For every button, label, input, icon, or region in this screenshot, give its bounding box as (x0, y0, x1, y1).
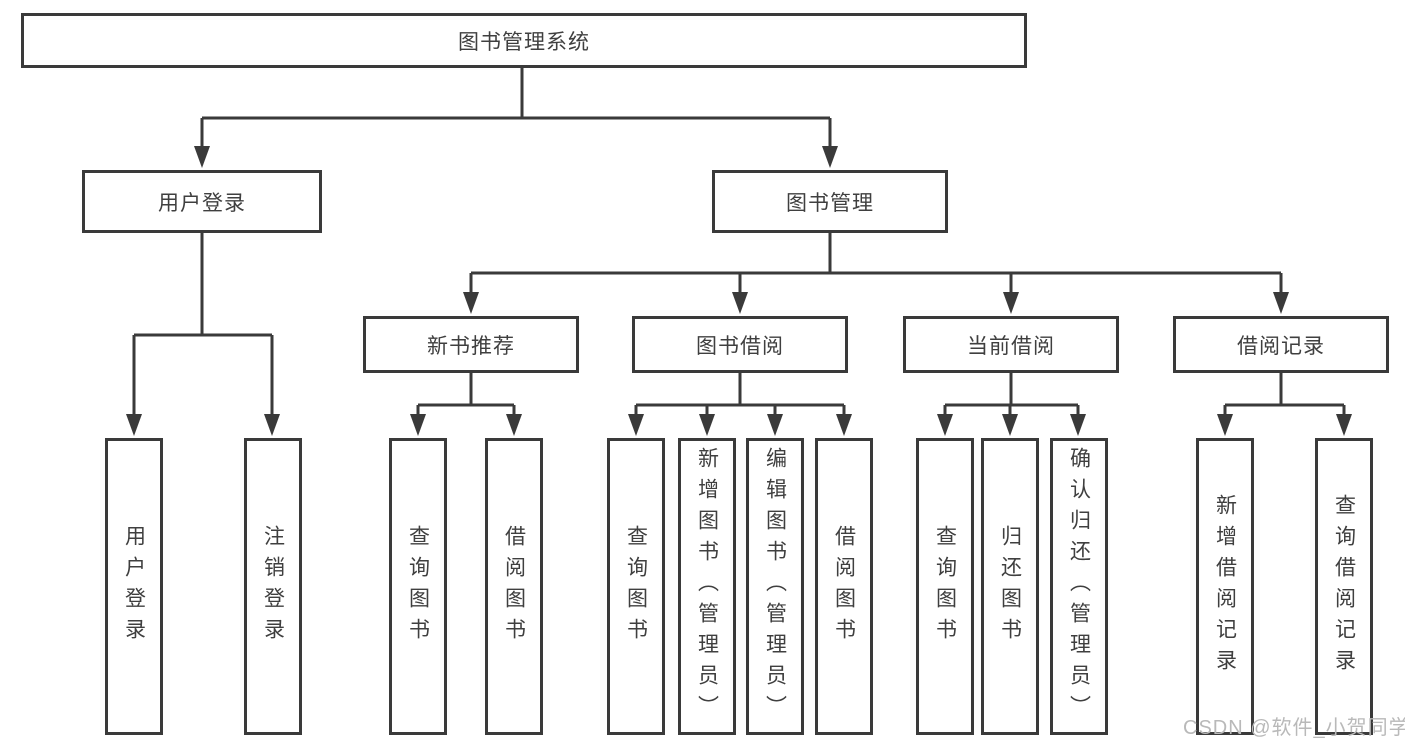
arrowhead-icon (628, 414, 644, 436)
arrowhead-icon (937, 414, 953, 436)
node-label: 用户登录 (122, 524, 146, 649)
leaf-borrow-books-recommend: 借阅图书 (485, 438, 543, 735)
arrowhead-icon (1273, 292, 1289, 314)
node-label: 新增借阅记录 (1213, 493, 1237, 680)
node-label: 归还图书 (998, 524, 1022, 649)
csdn-watermark: CSDN @软件_小贺同学 (1183, 717, 1405, 739)
leaf-return-book: 归还图书 (981, 438, 1039, 735)
arrowhead-icon (732, 292, 748, 314)
arrowhead-icon (1336, 414, 1352, 436)
leaf-add-book-admin: 新增图书（管理员） (678, 438, 736, 735)
arrowhead-icon (1003, 292, 1019, 314)
node-label: 新书推荐 (427, 334, 515, 358)
node-label: 注销登录 (261, 524, 285, 649)
connector-borrow-record-children (1223, 373, 1346, 418)
leaf-add-borrow-record: 新增借阅记录 (1196, 438, 1254, 735)
arrowhead-icon (463, 292, 479, 314)
leaf-borrow-books: 借阅图书 (815, 438, 873, 735)
node-label: 查询借阅记录 (1332, 493, 1356, 680)
leaf-query-books-borrow: 查询图书 (607, 438, 665, 735)
node-label: 用户登录 (158, 191, 246, 215)
arrowhead-icon (822, 146, 838, 168)
node-label: 确认归还（管理员） (1067, 447, 1091, 726)
node-label: 图书借阅 (696, 334, 784, 358)
node-library-management-system: 图书管理系统 (21, 13, 1027, 68)
leaf-query-books-current: 查询图书 (916, 438, 974, 735)
arrowhead-icon (699, 414, 715, 436)
node-label: 图书管理系统 (458, 30, 590, 54)
node-label: 新增图书（管理员） (695, 447, 719, 726)
arrowhead-icon (194, 146, 210, 168)
arrowhead-icon (126, 414, 142, 436)
arrowhead-icon (767, 414, 783, 436)
connector-user-login-children (132, 233, 274, 418)
leaf-confirm-return-admin: 确认归还（管理员） (1050, 438, 1108, 735)
arrowhead-icon (264, 414, 280, 436)
node-user-login: 用户登录 (82, 170, 322, 233)
leaf-edit-book-admin: 编辑图书（管理员） (746, 438, 804, 735)
node-current-borrow: 当前借阅 (903, 316, 1119, 373)
node-label: 借阅图书 (832, 524, 856, 649)
node-label: 当前借阅 (967, 334, 1055, 358)
connector-root-to-level2 (200, 68, 832, 148)
arrowhead-icon (410, 414, 426, 436)
node-label: 查询图书 (406, 524, 430, 649)
node-book-borrow: 图书借阅 (632, 316, 848, 373)
arrowhead-icon (1002, 414, 1018, 436)
node-label: 编辑图书（管理员） (763, 447, 787, 726)
arrowhead-icon (506, 414, 522, 436)
connector-book-management-children (469, 233, 1283, 296)
node-label: 借阅图书 (502, 524, 526, 649)
leaf-logout-login: 注销登录 (244, 438, 302, 735)
arrowhead-icon (1070, 414, 1086, 436)
arrowhead-icon (1217, 414, 1233, 436)
arrowhead-icon (836, 414, 852, 436)
node-book-management: 图书管理 (712, 170, 948, 233)
node-borrow-records: 借阅记录 (1173, 316, 1389, 373)
connector-book-borrow-children (634, 373, 846, 418)
connector-current-borrow-children (943, 373, 1080, 418)
node-label: 借阅记录 (1237, 334, 1325, 358)
node-label: 查询图书 (933, 524, 957, 649)
node-new-book-recommend: 新书推荐 (363, 316, 579, 373)
leaf-query-borrow-record: 查询借阅记录 (1315, 438, 1373, 735)
leaf-user-login: 用户登录 (105, 438, 163, 735)
node-label: 图书管理 (786, 191, 874, 215)
node-label: 查询图书 (624, 524, 648, 649)
connector-new-book-children (416, 373, 516, 418)
leaf-query-books-recommend: 查询图书 (389, 438, 447, 735)
